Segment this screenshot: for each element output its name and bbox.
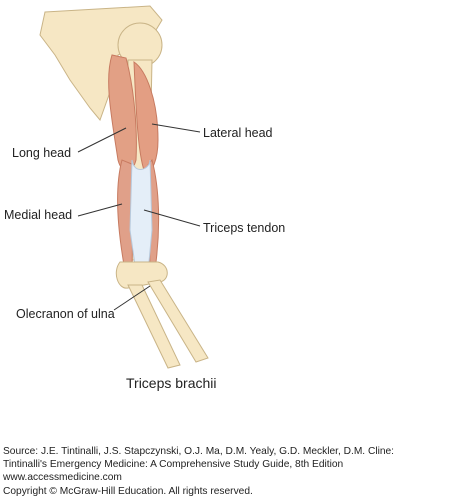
radius xyxy=(147,279,209,363)
triceps-tendon xyxy=(129,159,153,273)
label-long-head: Long head xyxy=(12,146,72,160)
label-triceps-tendon: Triceps tendon xyxy=(203,221,286,235)
source-line-2: Tintinalli's Emergency Medicine: A Compr… xyxy=(3,459,344,471)
leader-line-medial-head xyxy=(77,203,123,217)
leader-line-long-head xyxy=(77,127,127,153)
label-medial-head: Medial head xyxy=(4,208,73,222)
source-credit: Source: J.E. Tintinalli, J.S. Stapczynsk… xyxy=(3,445,473,498)
leader-line-olecranon xyxy=(113,285,151,311)
figure-caption: Triceps brachii xyxy=(126,375,217,391)
leader-line-lateral-head xyxy=(151,123,201,133)
anatomy-illustration xyxy=(39,5,209,369)
source-line-1: Source: J.E. Tintinalli, J.S. Stapczynsk… xyxy=(3,446,395,457)
label-olecranon: Olecranon of ulna xyxy=(16,307,115,321)
label-lateral-head: Lateral head xyxy=(203,126,273,140)
ulna xyxy=(127,284,181,369)
leader-line-triceps-tendon xyxy=(143,209,201,227)
source-line-4: Copyright © McGraw-Hill Education. All r… xyxy=(3,485,253,497)
source-line-3: www.accessmedicine.com xyxy=(3,472,122,484)
